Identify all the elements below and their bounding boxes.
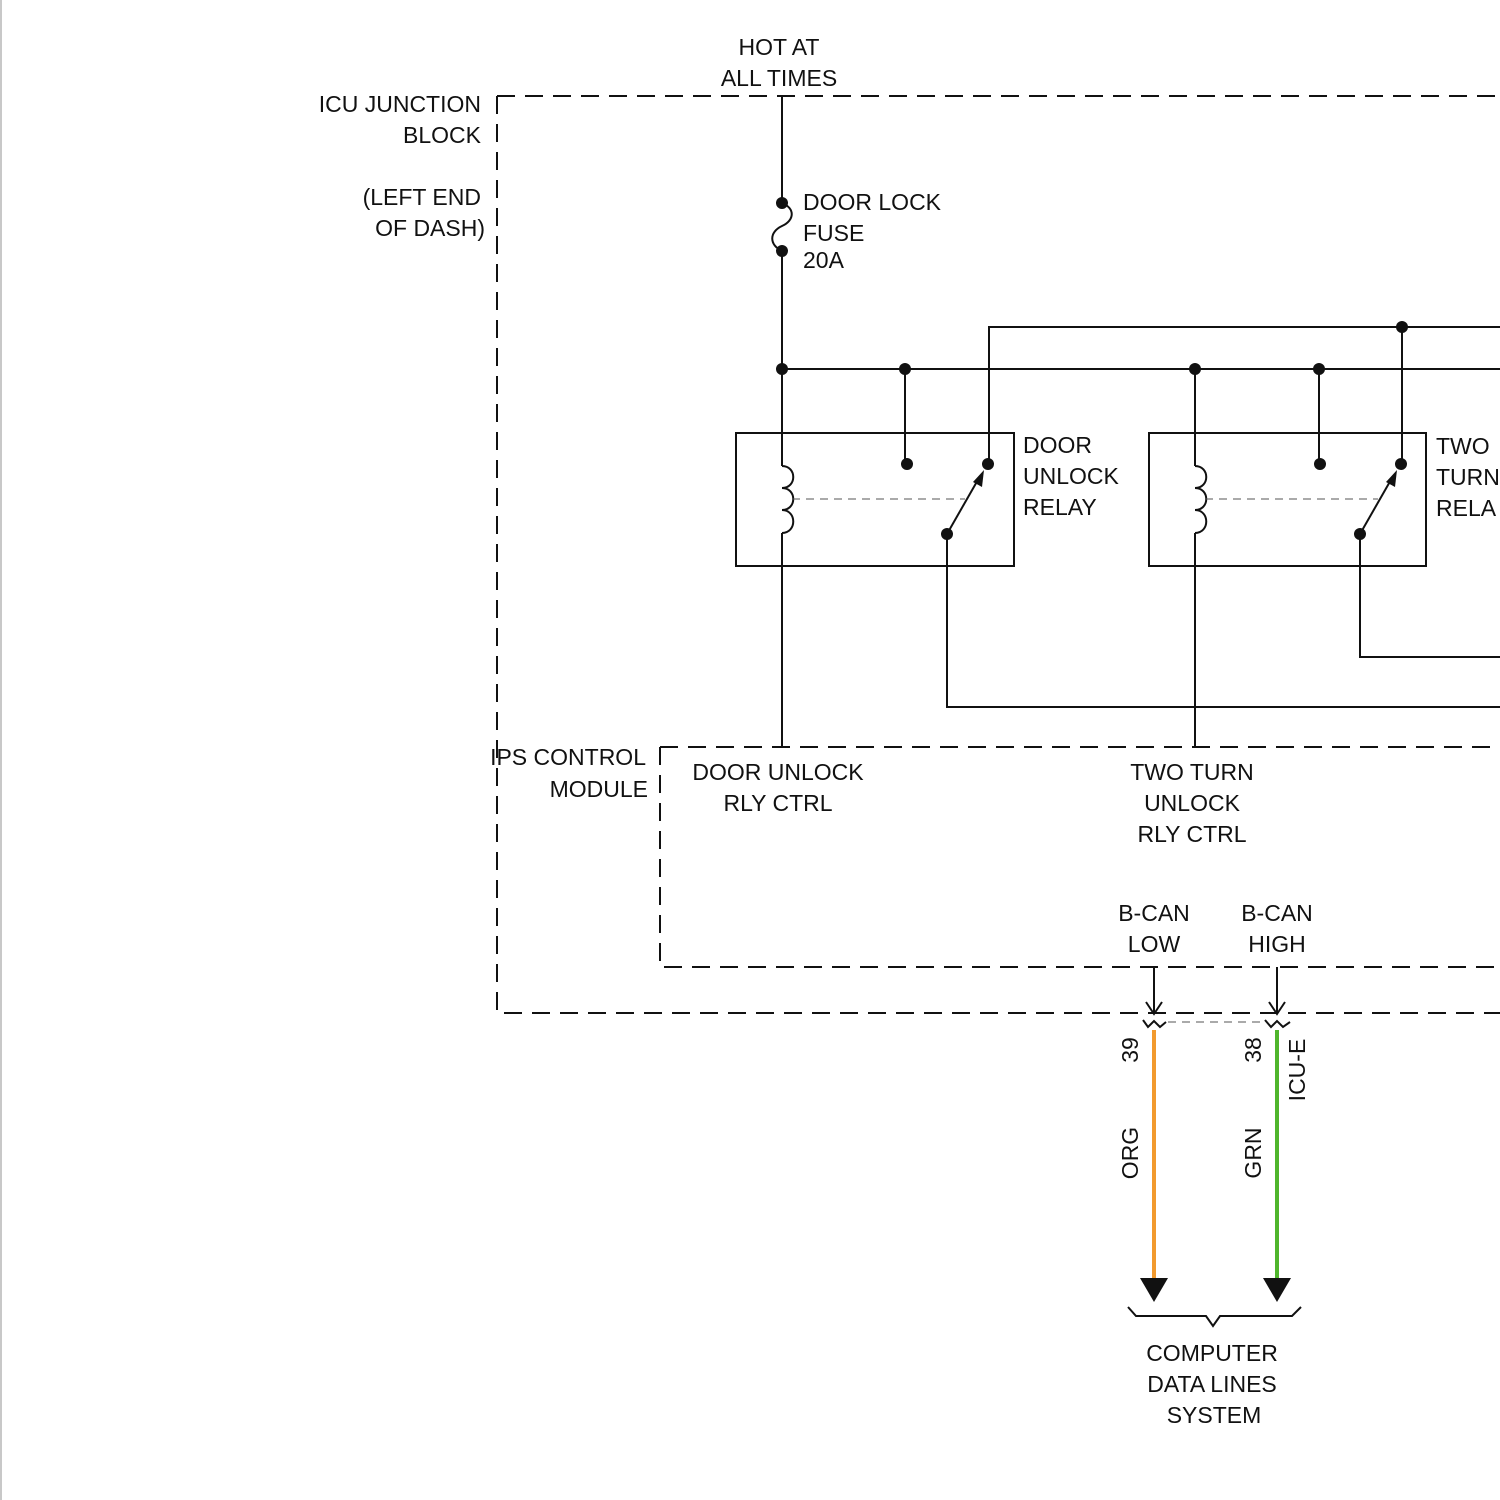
relay1-nc-contact (901, 458, 913, 470)
fuse-label: DOOR LOCK (803, 189, 942, 215)
fuse-terminal-top (776, 197, 788, 209)
bcan-high-label: B-CAN (1241, 900, 1313, 926)
bcan-low-label: LOW (1128, 931, 1181, 957)
module-pin-label: RLY CTRL (1137, 821, 1246, 847)
module-title: MODULE (550, 776, 648, 802)
destination-label: SYSTEM (1167, 1402, 1262, 1428)
relay1-label: DOOR (1023, 432, 1092, 458)
wire-color-label: GRN (1240, 1127, 1266, 1178)
module-pin-label: RLY CTRL (723, 790, 832, 816)
relay2-no-contact (1395, 458, 1407, 470)
junction-block-location: OF DASH) (375, 215, 485, 241)
relay2-nc-contact (1314, 458, 1326, 470)
door-unlock-relay-box (736, 433, 1014, 566)
module-pin-label: TWO TURN (1130, 759, 1254, 785)
org-wire-arrow (1140, 1278, 1168, 1302)
relay2-switch-arm (1360, 478, 1392, 534)
fuse-symbol (772, 203, 792, 251)
relay1-label: RELAY (1023, 494, 1097, 520)
relay1-label: UNLOCK (1023, 463, 1120, 489)
relay1-coil-symbol (782, 466, 793, 533)
relay2-label: TWO (1436, 433, 1490, 459)
junction-block-title: BLOCK (403, 122, 482, 148)
relay2-label: RELA (1436, 495, 1497, 521)
relay1-no-contact (982, 458, 994, 470)
connector-name: ICU-E (1284, 1039, 1310, 1102)
bcan-high-label: HIGH (1248, 931, 1306, 957)
connector-pin-number: 39 (1117, 1037, 1143, 1063)
relay1-switch-arm (947, 478, 979, 534)
connector-low-cavity (1143, 1020, 1166, 1027)
relay2-output-wire (1360, 534, 1500, 657)
relay2-coil-symbol (1195, 466, 1206, 533)
connector-pin-number: 38 (1240, 1037, 1266, 1063)
junction-block-title: ICU JUNCTION (319, 91, 481, 117)
module-pin-label: UNLOCK (1144, 790, 1241, 816)
relay2-label: TURN (1436, 464, 1500, 490)
bcan-low-label: B-CAN (1118, 900, 1190, 926)
fuse-rating: 20A (803, 247, 845, 273)
power-source-label: ALL TIMES (721, 65, 837, 91)
destination-label: COMPUTER (1146, 1340, 1278, 1366)
relay1-output-wire (947, 534, 1500, 707)
module-pin-label: DOOR UNLOCK (692, 759, 864, 785)
two-turn-relay-box (1149, 433, 1426, 566)
power-source-label: HOT AT (739, 34, 820, 60)
junction-block-location: (LEFT END (363, 184, 481, 210)
grn-wire-arrow (1263, 1278, 1291, 1302)
destination-label: DATA LINES (1147, 1371, 1277, 1397)
wire-color-label: ORG (1117, 1127, 1143, 1179)
junction-block-boundary (497, 96, 1500, 1013)
fuse-label: FUSE (803, 220, 864, 246)
connector-high-cavity (1265, 1020, 1290, 1027)
destination-brace (1128, 1307, 1301, 1326)
module-title: IPS CONTROL (490, 744, 646, 770)
